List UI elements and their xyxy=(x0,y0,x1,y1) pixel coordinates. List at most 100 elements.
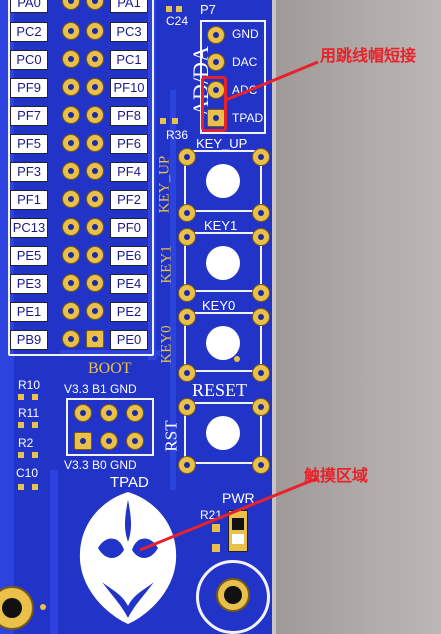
reset-outline xyxy=(184,402,262,464)
header-pad xyxy=(62,190,80,208)
r11-label: R11 xyxy=(18,406,40,420)
r36-pad xyxy=(160,118,166,124)
smd-pad xyxy=(32,422,38,428)
key-pad xyxy=(178,228,196,246)
boot-pad xyxy=(74,404,92,422)
pin-label-left: PE5 xyxy=(10,246,48,266)
header-pad xyxy=(86,106,104,124)
key-pad xyxy=(178,308,196,326)
header-pad xyxy=(86,162,104,180)
pin-label-left: PF3 xyxy=(10,162,48,182)
c24-pad xyxy=(176,6,182,12)
pin-label-right: PF8 xyxy=(110,106,148,126)
header-pad xyxy=(62,246,80,264)
header-pad xyxy=(86,50,104,68)
r10-label: R10 xyxy=(18,378,41,392)
header-pad xyxy=(86,22,104,40)
key1-button[interactable] xyxy=(206,246,240,280)
header-pad xyxy=(62,134,80,152)
smd-pad xyxy=(32,484,38,490)
header-pad xyxy=(86,190,104,208)
key-pad xyxy=(252,204,270,222)
via xyxy=(40,604,46,610)
pin-label-right: PE4 xyxy=(110,274,148,294)
pin-label-right: PE2 xyxy=(110,302,148,322)
key0-label: KEY0 xyxy=(202,298,236,313)
pin-label-left: PF7 xyxy=(10,106,48,126)
smd-pad xyxy=(18,452,24,458)
pwr-pad xyxy=(212,544,220,552)
smd-pad xyxy=(18,422,24,428)
pin-label-left: PE3 xyxy=(10,274,48,294)
header-pad xyxy=(86,274,104,292)
header-pad xyxy=(86,78,104,96)
key-pad xyxy=(178,398,196,416)
pin-label-right: PC1 xyxy=(110,50,148,70)
mounting-hole-center xyxy=(224,586,242,604)
header-pad xyxy=(62,218,80,236)
header-pad xyxy=(86,246,104,264)
boot-top-row: V3.3 B1 GND xyxy=(64,382,137,396)
key-pad xyxy=(178,364,196,382)
key-pad xyxy=(252,456,270,474)
boot-title: BOOT xyxy=(88,360,132,377)
key-pad xyxy=(252,148,270,166)
mounting-hole-outline xyxy=(196,560,270,634)
key-pad xyxy=(178,456,196,474)
boot-outline xyxy=(66,398,154,456)
key-pad xyxy=(252,398,270,416)
header-pad xyxy=(62,106,80,124)
pin-label-left: PC0 xyxy=(10,50,48,70)
boot-pad xyxy=(74,432,92,450)
smd-pad xyxy=(18,394,24,400)
header-pad xyxy=(62,22,80,40)
boot-pad xyxy=(126,432,144,450)
header-pad xyxy=(86,134,104,152)
header-pad xyxy=(62,302,80,320)
pwr-led-inner xyxy=(232,534,244,544)
pin-label-left: PE1 xyxy=(10,302,48,322)
pin-label-left: PF1 xyxy=(10,190,48,210)
header-pad xyxy=(62,274,80,292)
p7-label: P7 xyxy=(200,2,216,17)
pin-label-pa0: PA0 xyxy=(10,0,48,13)
r36-label: R36 xyxy=(166,128,189,142)
pin-label-right: PF6 xyxy=(110,134,148,154)
touch-annotation: 触摸区域 xyxy=(304,466,369,485)
key-pad xyxy=(178,204,196,222)
pin-label-pa1: PA1 xyxy=(110,0,148,13)
pin-label-right: PC3 xyxy=(110,22,148,42)
header-pad xyxy=(62,78,80,96)
pcb-edge xyxy=(272,0,276,634)
reset-button[interactable] xyxy=(206,416,240,450)
key-up-outline xyxy=(184,150,262,212)
pin-label-right: PF2 xyxy=(110,190,148,210)
header-pad xyxy=(62,330,80,348)
r2-label: R2 xyxy=(18,436,34,450)
c24-pad xyxy=(166,6,172,12)
touch-pad-logo[interactable] xyxy=(72,490,184,626)
pin-label-right: PE6 xyxy=(110,246,148,266)
boot-bottom-row: V3.3 B0 GND xyxy=(64,458,137,472)
p7-dac-label: DAC xyxy=(232,55,258,69)
smd-pad xyxy=(18,484,24,490)
header-pad xyxy=(62,162,80,180)
corner-hole-center xyxy=(2,598,22,618)
boot-pad xyxy=(126,404,144,422)
boot-pad xyxy=(100,432,118,450)
tpad-title: TPAD xyxy=(110,474,149,491)
pin-label-right: PE0 xyxy=(110,330,148,350)
boot-pad xyxy=(100,404,118,422)
key-pad xyxy=(252,284,270,302)
header-pad xyxy=(86,302,104,320)
c10-label: C10 xyxy=(16,466,39,480)
p7-dac-pad xyxy=(207,53,225,71)
key-up-button[interactable] xyxy=(206,164,240,198)
key-pad xyxy=(252,228,270,246)
key0-via xyxy=(234,356,240,362)
pwr-led-inner xyxy=(232,518,244,530)
r36-pad xyxy=(172,118,178,124)
key0-button[interactable] xyxy=(206,326,240,360)
smd-pad xyxy=(32,394,38,400)
smd-pad xyxy=(32,452,38,458)
